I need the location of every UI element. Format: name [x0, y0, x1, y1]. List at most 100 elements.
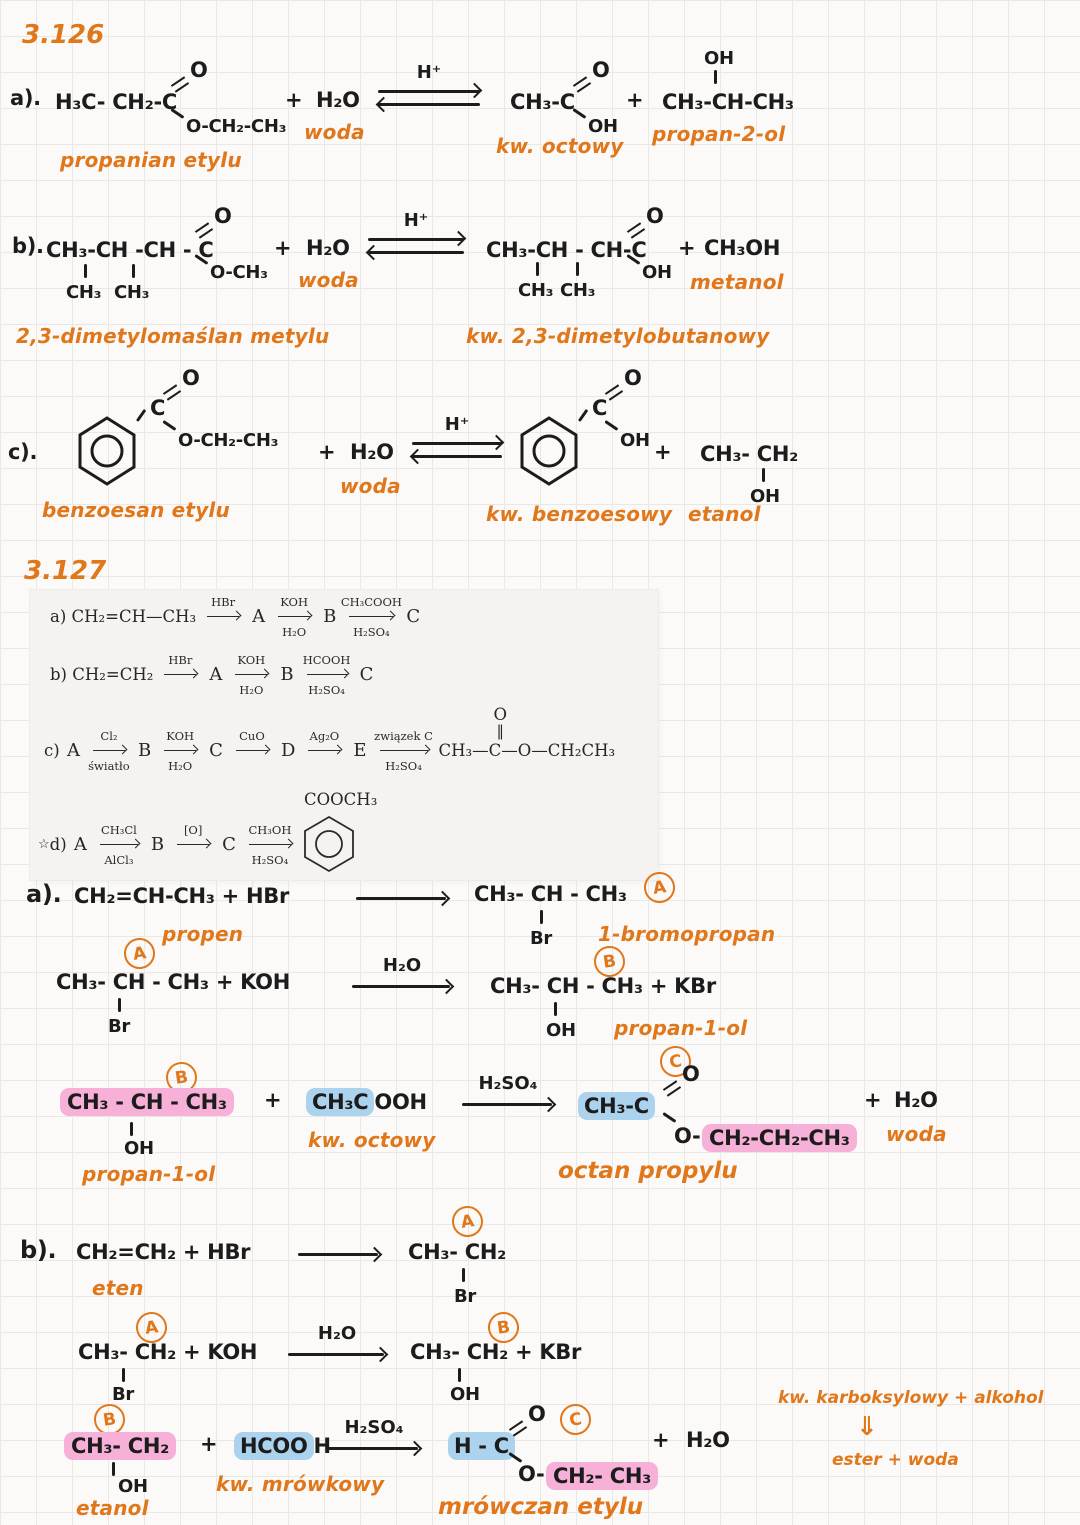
acid-name: kw. benzoesowy [486, 502, 673, 526]
single-bond [604, 420, 619, 431]
methyl-substituent: CH₃ [114, 282, 150, 303]
compound-C: C [406, 606, 421, 627]
row-c-label: c). [8, 440, 38, 464]
hydroxyl: OH [546, 1020, 576, 1041]
arrow-condition: H₂O [382, 955, 422, 976]
blue-highlight: CH₃-C [578, 1092, 655, 1120]
double-bond [162, 384, 182, 401]
alkyl-chain: CH₂- CH₃ [546, 1462, 658, 1490]
plus-sign: + [678, 236, 696, 260]
carbonyl-carbon: C [592, 396, 608, 420]
double-bond: ‖ [496, 722, 504, 740]
plus-sign: + [318, 440, 336, 464]
compound-B: B [150, 834, 165, 855]
ester-oxygen-chain: O-CH₂-CH₃ [178, 430, 279, 451]
single-bond [662, 1112, 677, 1123]
alcohol-name: etanol [688, 502, 761, 526]
note-line1: kw. karboksylowy + alkohol [778, 1388, 1044, 1408]
printed-formula: CH₂=CH₂ [72, 665, 154, 684]
pink-highlight: CH₃- CH₂ [64, 1432, 176, 1460]
bond [462, 1268, 465, 1282]
catalyst-label: H⁺ [416, 62, 442, 83]
acid-name: kw. octowy [496, 134, 624, 158]
compound-C: C [359, 664, 374, 685]
compound-A-badge: A [449, 1203, 486, 1240]
reaction-left: CH₃- CH - CH₃ + KOH [56, 970, 290, 994]
alcohol-formula: CH₃- CH₂ [64, 1432, 176, 1460]
catalyst-label: H⁺ [403, 210, 429, 231]
benzene-ring [302, 814, 356, 874]
bond [132, 264, 135, 278]
row-b-label: b). [12, 234, 44, 258]
hydroxyl-top: OH [704, 48, 734, 69]
printed-label: d) [49, 835, 67, 854]
double-bond [194, 222, 214, 239]
note-line2: ester + woda [832, 1450, 959, 1470]
blue-highlight: H - C [448, 1432, 515, 1460]
hydroxyl: OH [750, 486, 780, 507]
carbonyl-oxygen: O [190, 58, 208, 82]
alcohol-formula: CH₃-CH-CH₃ [662, 90, 794, 114]
ester-oxygen: O- [674, 1124, 701, 1148]
row-a-label: a). [10, 86, 41, 110]
compound-B: B [323, 606, 337, 627]
plus-sign: + [285, 88, 303, 112]
hydroxyl: OH [124, 1138, 154, 1159]
bond [714, 70, 717, 84]
ester-name: 2,3-dimetylomaślan metylu [16, 324, 330, 348]
bond [130, 1122, 133, 1136]
acid-stem: CH₃-C [510, 90, 575, 114]
bond [458, 1368, 461, 1382]
single-bond [162, 420, 177, 431]
compound-B: B [280, 664, 294, 685]
ester-oxygen: O- [518, 1462, 545, 1486]
ester-stem: H₃C- CH₂-C [55, 90, 178, 114]
double-bond [170, 76, 190, 93]
arrow-condition: H₂O [317, 1323, 357, 1344]
acid-name: kw. 2,3-dimetylobutanowy [466, 324, 770, 348]
plus-sign: + [274, 236, 292, 260]
ester-stem: CH₃-CH -CH - C [46, 238, 214, 262]
alcohol-name: etanol [76, 1496, 149, 1520]
bond [122, 1368, 125, 1382]
bond [762, 468, 765, 482]
blue-highlight: HCOO [234, 1432, 314, 1460]
benzene-ring [518, 414, 580, 488]
double-down-arrow-icon: ⇓ [856, 1412, 878, 1442]
water-formula: H₂O [350, 440, 394, 464]
reaction-left: CH₂=CH₂ + HBr [76, 1240, 251, 1264]
substrate-name: eten [92, 1276, 144, 1300]
alcohol-name: propan-1-ol [82, 1162, 216, 1186]
double-bond [508, 1420, 528, 1437]
acid-name: kw. mrówkowy [216, 1472, 385, 1496]
printed-formula: CH₂=CH—CH₃ [71, 607, 197, 626]
printed-label: b) [50, 665, 67, 684]
printed-label: a) [50, 607, 67, 626]
carbonyl-oxygen: O [682, 1062, 700, 1086]
bond [118, 998, 121, 1012]
water-label: woda [340, 474, 401, 498]
catalyst-label: H⁺ [444, 414, 470, 435]
alkyl-chain: CH₂-CH₂-CH₃ [702, 1124, 857, 1152]
alcohol-formula: CH₃- CH₂ [700, 442, 798, 466]
blue-highlight: CH₃C [306, 1088, 375, 1116]
printed-ring-substituent: COOCH₃ [304, 790, 378, 809]
ester-stem: H - C [448, 1432, 515, 1460]
product-name: 1-bromopropan [598, 922, 776, 946]
compound-A: A [252, 606, 266, 627]
hydroxyl: OH [588, 116, 618, 137]
arrow-condition: H₂SO₄ [344, 1417, 404, 1438]
alcohol-name: metanol [690, 270, 784, 294]
alcohol-formula: CH₃ - CH - CH₃ [60, 1088, 234, 1116]
plus-sign: + [264, 1088, 282, 1112]
substrate-name: propen [162, 922, 244, 946]
compound-B: B [137, 740, 152, 761]
bond [84, 264, 87, 278]
ester-name: octan propylu [558, 1158, 738, 1184]
